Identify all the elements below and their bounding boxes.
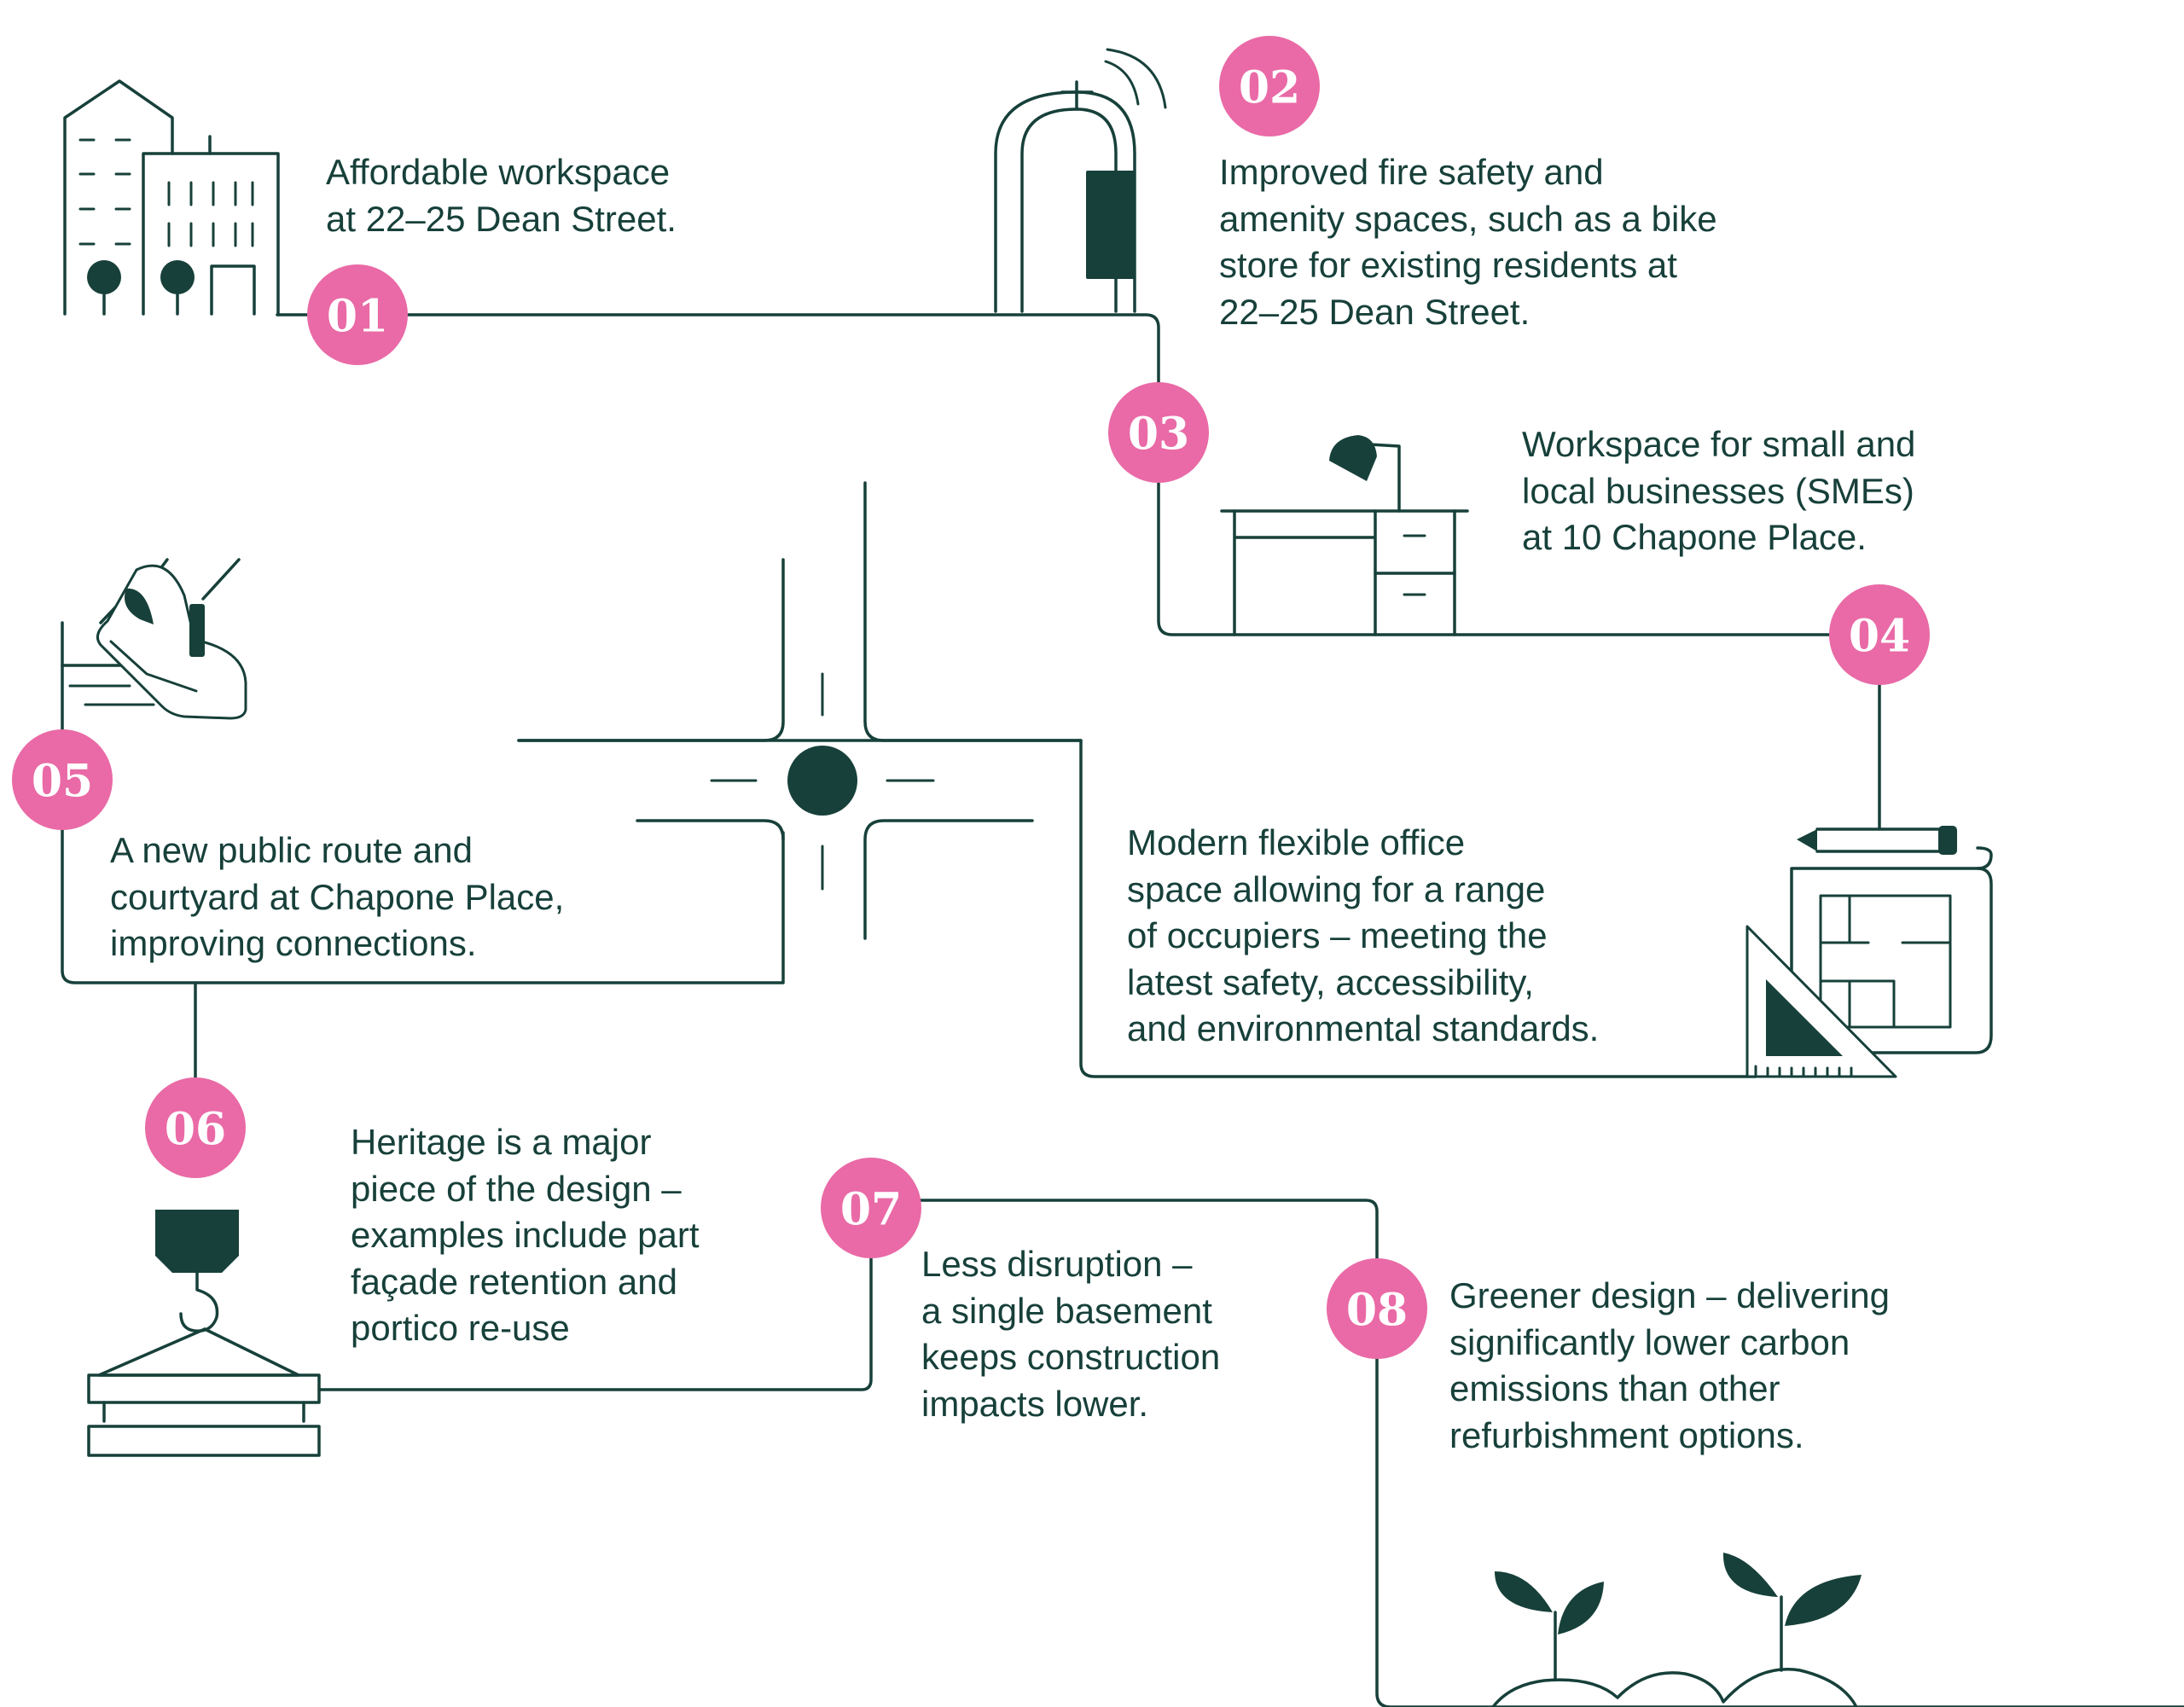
badge-07: 07 — [821, 1158, 921, 1258]
badge-01-number: 01 — [327, 291, 388, 343]
badge-06-number: 06 — [165, 1104, 226, 1156]
step-06-text: Heritage is a major piece of the design … — [351, 1122, 700, 1348]
blueprint-icon — [1745, 826, 1993, 1078]
step-03-text: Workspace for small and local businesses… — [1522, 424, 1916, 557]
step-01-text: Affordable workspace at 22–25 Dean Stree… — [326, 152, 677, 239]
sprouting-plants-icon — [1491, 1553, 1862, 1707]
crossroads-icon — [517, 481, 1083, 940]
badge-05: 05 — [12, 729, 113, 830]
badge-02-number: 02 — [1239, 62, 1300, 114]
step-08-text: Greener design – delivering significantl… — [1449, 1275, 1890, 1455]
badge-08: 08 — [1327, 1258, 1427, 1359]
badge-04-number: 04 — [1849, 611, 1910, 663]
step-05-text: A new public route and courtyard at Chap… — [110, 830, 565, 963]
desk-lamp-icon — [1220, 435, 1469, 636]
badge-03-number: 03 — [1128, 409, 1189, 461]
badge-07-number: 07 — [840, 1184, 902, 1236]
crane-hook-icon — [87, 1210, 321, 1457]
badge-01: 01 — [307, 264, 408, 365]
badge-05-number: 05 — [32, 756, 93, 808]
step-04-text: Modern flexible office space allowing fo… — [1127, 822, 1600, 1048]
step-02-text: Improved fire safety and amenity spaces,… — [1219, 152, 1717, 332]
badge-06: 06 — [145, 1077, 246, 1178]
step-07-text: Less disruption – a single basement keep… — [921, 1244, 1221, 1424]
walking-shoe-icon — [61, 558, 247, 735]
badge-03: 03 — [1108, 382, 1209, 483]
badge-04: 04 — [1829, 584, 1930, 685]
buildings-icon — [63, 79, 280, 316]
fire-extinguisher-icon — [994, 48, 1167, 313]
badge-08-number: 08 — [1346, 1285, 1408, 1337]
badge-02: 02 — [1219, 36, 1320, 136]
